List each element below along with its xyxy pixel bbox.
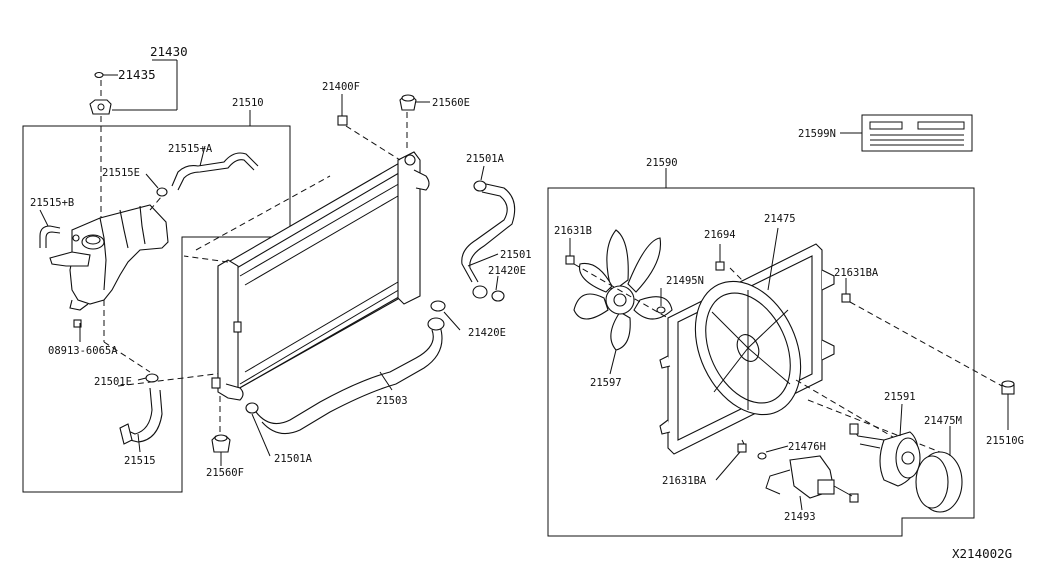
upper-radiator-hose [461,191,508,283]
label-21599n: 21599N [798,128,836,140]
label-08913: 08913-6065A [48,345,118,357]
label-21631ba-bot: 21631BA [662,475,707,487]
label-21495n: 21495N [666,275,704,287]
label-21510g: 21510G [986,435,1024,447]
clip-21476h [757,452,767,460]
hose-clamp-21420e-mid [427,317,445,331]
label-21476h: 21476H [788,441,826,453]
fan-motor [849,423,921,487]
fan-blade [573,229,673,351]
fan-resistor [765,455,859,503]
reservoir-group-box [22,125,291,493]
mount-bushing-21560e [399,94,417,111]
diagram-id: X214002G [952,546,1012,561]
label-21560f: 21560F [206,467,244,479]
label-21435: 21435 [118,67,156,82]
hose-clamp-21501a-bot [245,402,259,414]
hose-clamp-21515e [156,187,168,197]
hose-clamp-21420e-top [472,285,488,299]
label-21560e: 21560E [432,97,470,109]
label-21515: 21515 [124,455,156,467]
hose-clamp-21501a-top [473,180,487,192]
label-21515e: 21515E [102,167,140,179]
label-21501e: 21501E [94,376,132,388]
grommet-21510g [1001,380,1015,395]
bolt-21631ba-top [841,293,851,303]
hose-clamp-21420e-right [491,290,505,302]
reservoir-tank [49,204,169,328]
label-21501: 21501 [500,249,532,261]
label-21430: 21430 [150,44,188,59]
label-21510: 21510 [232,97,264,109]
label-21400f: 21400F [322,81,360,93]
clip-21694 [715,261,725,271]
label-21420e-mid: 21420E [468,327,506,339]
label-21493: 21493 [784,511,816,523]
motor-bracket [915,451,963,513]
lower-radiator-hose [255,329,434,425]
label-21631b: 21631B [554,225,592,237]
fan-shroud [659,243,835,455]
label-21515a: 21515+A [168,143,213,155]
label-21475: 21475 [764,213,796,225]
caution-label-plate [861,114,973,152]
bolt-21631b [565,255,575,265]
reservoir-cap-seal [94,71,104,79]
drain-plug-21400f [337,110,348,126]
label-21501a-top: 21501A [466,153,505,165]
mount-bushing-21560f [211,434,231,453]
label-21515b: 21515+B [30,197,74,209]
label-21631ba-top: 21631BA [834,267,879,279]
label-21503: 21503 [376,395,408,407]
label-21597: 21597 [590,377,622,389]
reservoir-cap [89,99,112,115]
label-21475m: 21475M [924,415,962,427]
label-21501a-bot: 21501A [274,453,313,465]
label-21590: 21590 [646,157,678,169]
reservoir-hose-lower [125,387,153,435]
label-21420e-top: 21420E [488,265,526,277]
fan-nut-21495n [656,306,666,314]
label-21694: 21694 [704,229,736,241]
reservoir-hose-a [171,152,259,187]
hose-clamp-21501e [145,373,159,383]
radiator [211,151,430,401]
fan-assembly-group-box [547,187,975,537]
reservoir-hose-b [39,225,61,248]
bolt-21631ba-bot [737,443,747,453]
label-21591: 21591 [884,391,916,403]
